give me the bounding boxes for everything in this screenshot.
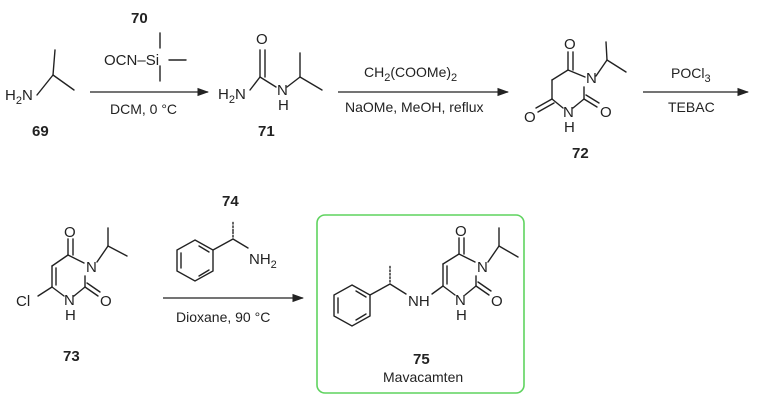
condition-step-3-reagent: POCl3	[671, 65, 711, 85]
atom-N-bottom-75: N	[455, 292, 466, 309]
compound-number-74: 74	[222, 193, 239, 210]
atom-N-bottom-72: N	[563, 104, 574, 121]
atom-Cl-73: Cl	[16, 293, 30, 310]
product-highlight-box	[316, 214, 525, 394]
atom-O-top-73: O	[64, 224, 76, 241]
atom-NH-75: NH	[408, 293, 430, 310]
condition-step-2-reagent: CH2(COOMe)2	[364, 64, 457, 84]
atom-N-75: N	[477, 259, 488, 276]
atom-H-73: H	[65, 307, 76, 324]
atom-N-72: N	[586, 70, 597, 87]
atom-O-left-72: O	[524, 109, 536, 126]
atom-H-75: H	[456, 307, 467, 324]
compound-75: NH O N O N H 75 Mavacamten	[333, 223, 519, 385]
atom-O-71: O	[256, 31, 268, 48]
atom-N-bottom-73: N	[64, 292, 75, 309]
compound-69: H2N 69	[5, 49, 75, 140]
condition-step-1: DCM, 0 °C	[110, 101, 177, 117]
condition-step-3-catalyst: TEBAC	[668, 99, 715, 115]
condition-step-2-conditions: NaOMe, MeOH, reflux	[345, 99, 483, 115]
atom-O-right-75: O	[491, 293, 503, 310]
atom-N-73: N	[86, 259, 97, 276]
compound-number-73: 73	[63, 348, 80, 365]
atom-NH2-71: H2N	[218, 86, 246, 106]
compound-number-70: 70	[131, 10, 148, 27]
atom-O-top-72: O	[564, 36, 576, 53]
atom-O-top-75: O	[455, 223, 467, 240]
reagent-74: 74 NH2	[176, 193, 277, 282]
condition-step-4: Dioxane, 90 °C	[176, 309, 270, 325]
atom-H-71: H	[278, 97, 289, 114]
compound-73: O N Cl O N H 73	[16, 224, 128, 365]
compound-number-71: 71	[258, 123, 275, 140]
compound-number-75: 75	[413, 351, 430, 368]
atom-H-72: H	[564, 119, 575, 136]
product-name: Mavacamten	[383, 369, 463, 385]
compound-71: O H2N N H 71	[218, 31, 323, 140]
atom-O-right-72: O	[600, 104, 612, 121]
reagent-70: 70 OCN–Si	[104, 10, 187, 82]
compound-number-72: 72	[572, 145, 589, 162]
compound-number-69: 69	[32, 123, 49, 140]
atom-O-right-73: O	[100, 293, 112, 310]
amine-label-69: H2N	[5, 87, 33, 107]
atom-N-71: N	[277, 82, 288, 99]
atom-NH2-74: NH2	[249, 251, 277, 271]
compound-72: O N O O N H 72	[524, 36, 627, 162]
reagent-70-formula: OCN–Si	[104, 52, 159, 69]
